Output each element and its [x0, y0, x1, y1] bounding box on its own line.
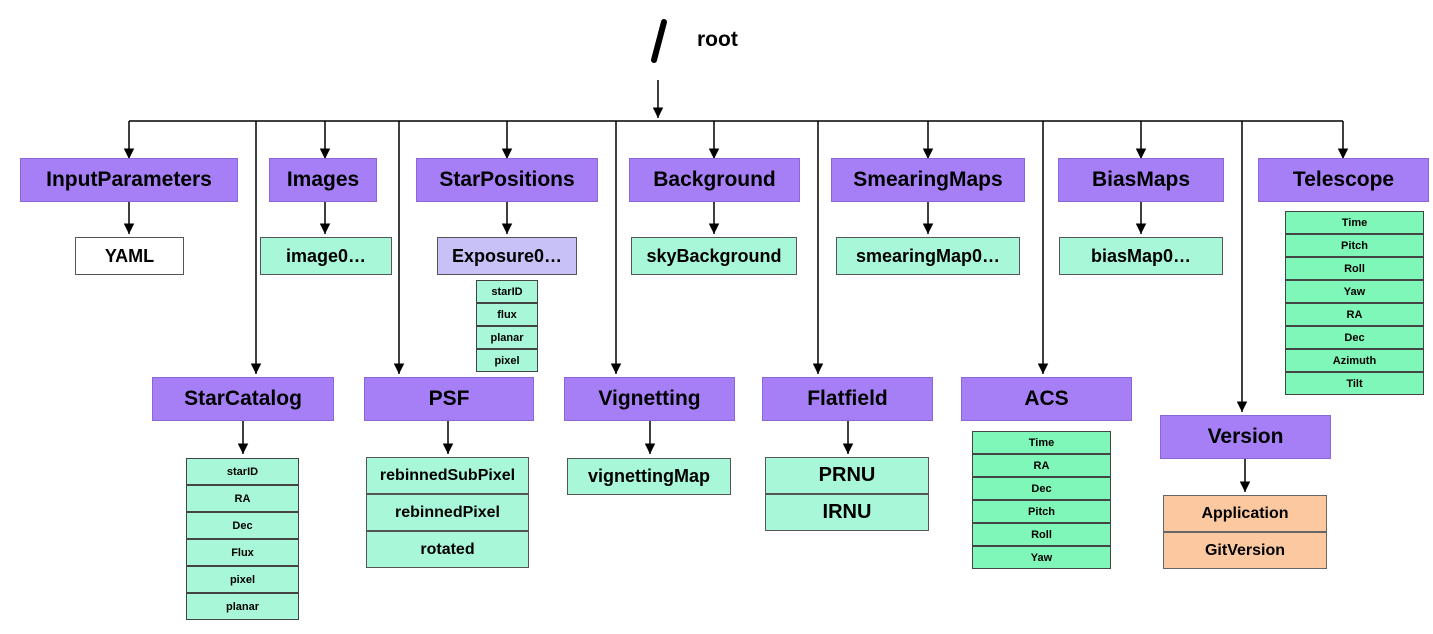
dataset-bias-map0[interactable]: biasMap0… — [1059, 237, 1223, 275]
group-images[interactable]: Images — [269, 158, 377, 202]
group-vignetting[interactable]: Vignetting — [564, 377, 735, 421]
root-slash-icon — [651, 19, 667, 63]
group-psf[interactable]: PSF — [364, 377, 534, 421]
star-catalog-field: starID — [186, 458, 299, 485]
telescope-field: Dec — [1285, 326, 1424, 349]
star-catalog-field: Flux — [186, 539, 299, 566]
group-acs[interactable]: ACS — [961, 377, 1132, 421]
star-catalog-field: pixel — [186, 566, 299, 593]
dataset-yaml[interactable]: YAML — [75, 237, 184, 275]
exposure-field: pixel — [476, 349, 538, 372]
dataset-rotated[interactable]: rotated — [366, 531, 529, 568]
group-smearing-maps[interactable]: SmearingMaps — [831, 158, 1025, 202]
group-star-positions[interactable]: StarPositions — [416, 158, 598, 202]
group-flatfield[interactable]: Flatfield — [762, 377, 933, 421]
star-catalog-field: Dec — [186, 512, 299, 539]
group-star-catalog[interactable]: StarCatalog — [152, 377, 334, 421]
exposure-field: planar — [476, 326, 538, 349]
group-bias-maps[interactable]: BiasMaps — [1058, 158, 1224, 202]
dataset-application[interactable]: Application — [1163, 495, 1327, 532]
telescope-field: RA — [1285, 303, 1424, 326]
group-version[interactable]: Version — [1160, 415, 1331, 459]
telescope-field: Pitch — [1285, 234, 1424, 257]
acs-field: Pitch — [972, 500, 1111, 523]
dataset-image0[interactable]: image0… — [260, 237, 392, 275]
dataset-rebinned-sub-pixel[interactable]: rebinnedSubPixel — [366, 457, 529, 494]
group-background[interactable]: Background — [629, 158, 800, 202]
star-catalog-field: RA — [186, 485, 299, 512]
exposure-field: flux — [476, 303, 538, 326]
telescope-field: Azimuth — [1285, 349, 1424, 372]
dataset-prnu[interactable]: PRNU — [765, 457, 929, 494]
star-catalog-field: planar — [186, 593, 299, 620]
group-telescope[interactable]: Telescope — [1258, 158, 1429, 202]
dataset-git-version[interactable]: GitVersion — [1163, 532, 1327, 569]
acs-field: Roll — [972, 523, 1111, 546]
exposure-field: starID — [476, 280, 538, 303]
dataset-exposure0[interactable]: Exposure0… — [437, 237, 577, 275]
dataset-irnu[interactable]: IRNU — [765, 494, 929, 531]
dataset-rebinned-pixel[interactable]: rebinnedPixel — [366, 494, 529, 531]
telescope-field: Tilt — [1285, 372, 1424, 395]
acs-field: Yaw — [972, 546, 1111, 569]
dataset-smearing-map0[interactable]: smearingMap0… — [836, 237, 1020, 275]
acs-field: Time — [972, 431, 1111, 454]
telescope-field: Yaw — [1285, 280, 1424, 303]
telescope-field: Time — [1285, 211, 1424, 234]
telescope-field: Roll — [1285, 257, 1424, 280]
root-label: root — [697, 28, 738, 51]
dataset-vignetting-map[interactable]: vignettingMap — [567, 458, 731, 495]
acs-field: RA — [972, 454, 1111, 477]
dataset-sky-background[interactable]: skyBackground — [631, 237, 797, 275]
acs-field: Dec — [972, 477, 1111, 500]
group-input-parameters[interactable]: InputParameters — [20, 158, 238, 202]
